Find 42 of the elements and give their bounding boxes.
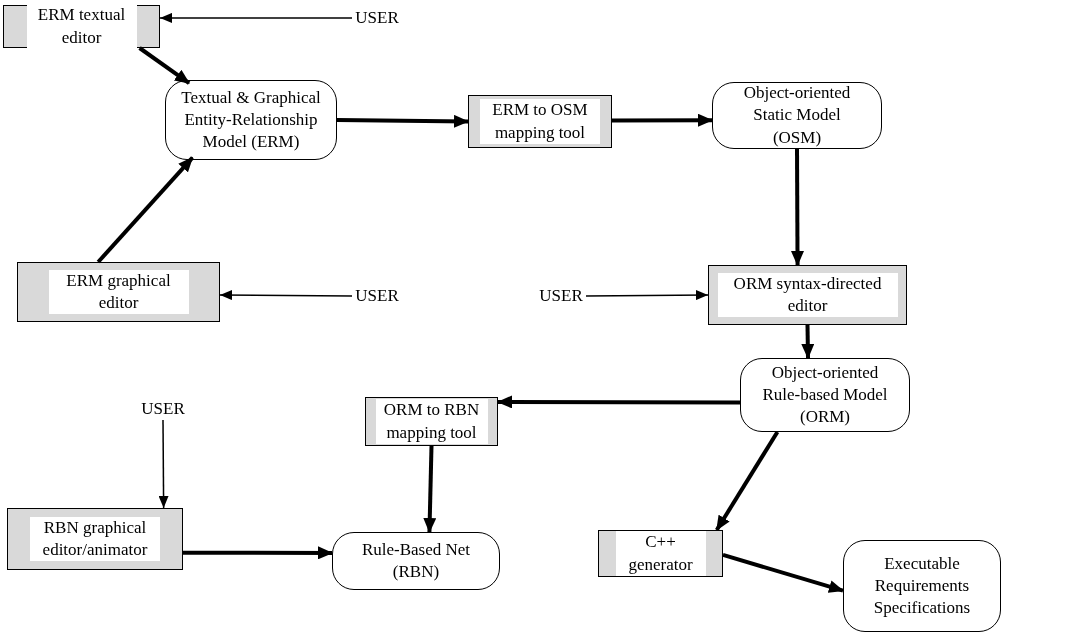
arrow [497, 395, 740, 409]
arrow [138, 46, 191, 85]
tool-label: ERM to OSM mapping tool [480, 99, 600, 144]
arrow [219, 290, 353, 301]
arrow [158, 419, 169, 509]
tool-label: ERM textual editor [26, 4, 137, 49]
tool-label: RBN graphical editor/animator [30, 516, 160, 562]
tool-label: C++ generator [615, 531, 706, 576]
model-box [712, 82, 882, 149]
tool-label: ERM graphical editor [48, 269, 189, 315]
tool-box [598, 530, 723, 577]
tool-box [468, 95, 612, 148]
model-label: Rule-Based Net (RBN) [360, 538, 472, 583]
model-label: Object-oriented Static Model (OSM) [742, 82, 852, 149]
tool-box [708, 265, 907, 325]
model-box [165, 80, 337, 160]
arrow [612, 113, 713, 127]
model-label: Textual & Graphical Entity-Relationship Model (ERM) [180, 86, 322, 154]
tool-label: ORM to RBN mapping tool [375, 399, 488, 444]
model-box [843, 540, 1001, 632]
user-label: USER [355, 285, 399, 307]
arrow [722, 553, 844, 593]
tool-box [17, 262, 220, 322]
user-label: USER [141, 398, 185, 420]
model-label: Object-oriented Rule-based Model (ORM) [761, 361, 889, 429]
user-label: USER [355, 7, 399, 29]
model-box [740, 358, 910, 432]
arrow [801, 324, 815, 359]
tool-box [7, 508, 183, 570]
arrow [423, 445, 437, 533]
arrow [715, 430, 780, 532]
arrow [585, 290, 709, 301]
arrow [336, 114, 469, 128]
arrow [791, 149, 804, 266]
arrow [183, 546, 333, 560]
model-box [332, 532, 500, 590]
tool-box [365, 397, 498, 446]
model-label: Executable Requirements Specifications [872, 552, 972, 620]
user-label: USER [539, 285, 583, 307]
arrow [159, 12, 353, 23]
tool-label: ORM syntax-directed editor [717, 272, 898, 318]
arrow [96, 156, 194, 264]
